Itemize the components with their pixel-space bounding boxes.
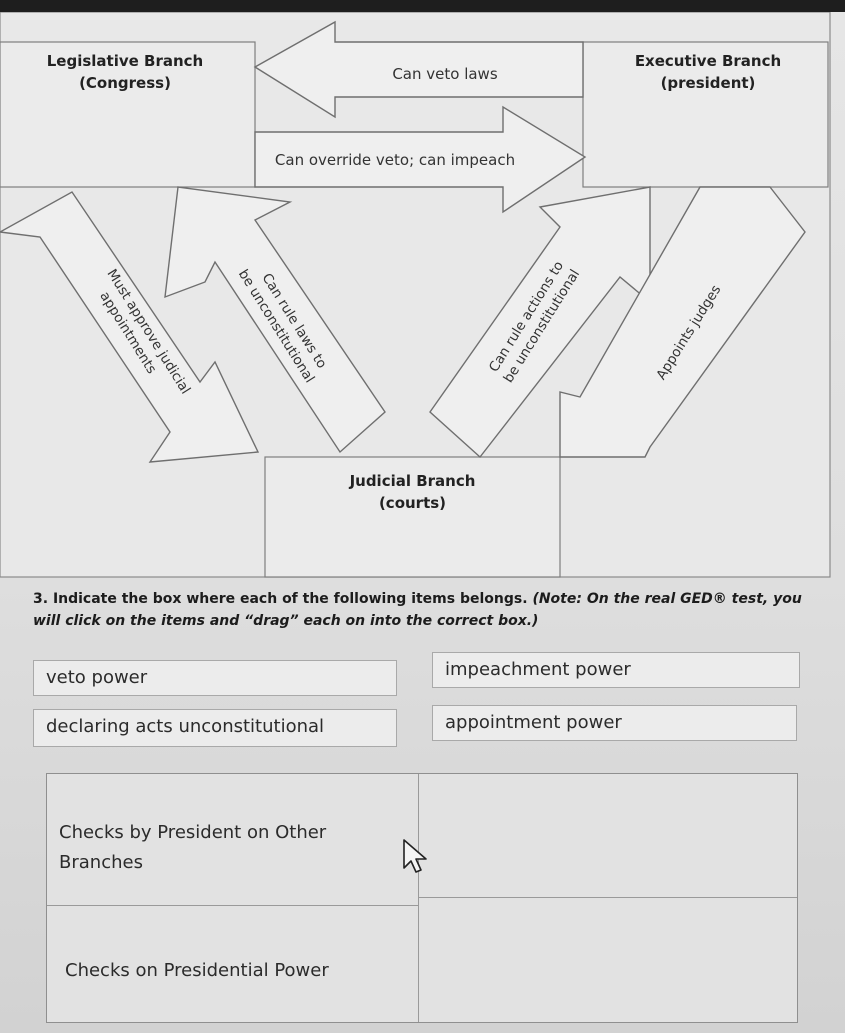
legislative-subtitle: (Congress) [79, 74, 171, 92]
legislative-branch-label: Legislative Branch (Congress) [20, 50, 230, 94]
row-label-checks-on-president-line1: Checks on Presidential Power [65, 960, 329, 981]
judicial-box [264, 456, 561, 578]
executive-title: Executive Branch [634, 52, 782, 70]
question-number: 3. [33, 591, 49, 607]
drag-item-appointment-power[interactable]: appointment power [432, 705, 797, 741]
veto-label: Can veto laws [392, 65, 498, 83]
rule-laws-arrow [164, 186, 386, 454]
row-label-checks-by-president-line1: Checks by President on Other [59, 822, 327, 843]
judicial-title: Judicial Branch [349, 472, 476, 490]
drop-row-checks-on-president-label-cell [47, 906, 419, 1022]
veto-arrow [253, 20, 584, 119]
row-label-checks-by-president: Checks by President on Other Branches [59, 818, 326, 878]
row-label-checks-by-president-line2: Branches [59, 852, 143, 873]
rule-actions-arrow [429, 186, 651, 459]
drop-zone-table: Checks by President on Other Branches Ch… [46, 773, 798, 1023]
judicial-branch-label: Judicial Branch (courts) [300, 470, 525, 514]
drag-item-impeachment-power[interactable]: impeachment power [432, 652, 800, 688]
drag-item-veto-power[interactable]: veto power [33, 660, 397, 696]
drop-target-checks-on-president[interactable] [419, 898, 797, 1022]
executive-branch-label: Executive Branch (president) [598, 50, 818, 94]
override-arrow [254, 105, 587, 214]
checks-and-balances-diagram: Can veto laws Can override veto; can imp… [0, 12, 831, 578]
executive-subtitle: (president) [660, 74, 756, 92]
executive-box [582, 41, 829, 188]
mouse-pointer-icon [403, 839, 427, 873]
question-instruction: Indicate the box where each of the follo… [52, 591, 528, 607]
drop-row-president-label-cell [47, 774, 419, 906]
question-note: (Note: On the real GED® test, you will c… [33, 591, 802, 629]
drag-item-declaring-acts-unconstitutional[interactable]: declaring acts unconstitutional [33, 709, 397, 747]
screen-bezel [0, 0, 845, 12]
row-label-checks-on-president: Checks on Presidential Power [65, 956, 329, 986]
appoints-judges-arrow [559, 186, 806, 458]
legislative-box [0, 41, 256, 188]
judicial-subtitle: (courts) [378, 494, 447, 512]
approve-appointments-arrow [0, 191, 260, 463]
drop-target-checks-by-president[interactable] [419, 774, 797, 898]
legislative-title: Legislative Branch [46, 52, 204, 70]
override-label: Can override veto; can impeach [275, 151, 515, 169]
question-text: 3. Indicate the box where each of the fo… [33, 588, 833, 632]
